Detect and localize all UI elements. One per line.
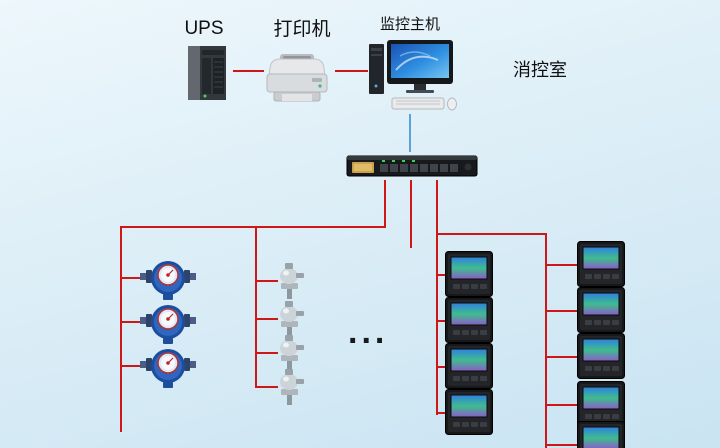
flow-valve bbox=[272, 333, 306, 371]
water-meter bbox=[140, 297, 196, 345]
wire-column-meters-2 bbox=[545, 233, 547, 448]
label-printer: 打印机 bbox=[273, 19, 331, 40]
flow-valve bbox=[272, 299, 306, 337]
wire-column-watermeters bbox=[120, 226, 122, 432]
wire-drop-left bbox=[384, 180, 386, 227]
wire-stub-valve-1 bbox=[256, 280, 278, 282]
power-meter bbox=[445, 297, 493, 343]
wire-stub-meter2-5 bbox=[547, 444, 578, 446]
wire-stub-meter1-3 bbox=[438, 366, 447, 368]
ups-tower bbox=[184, 44, 230, 102]
wire-stub-meter1-4 bbox=[438, 412, 447, 414]
wire-stub-meter2-4 bbox=[547, 404, 578, 406]
power-meter bbox=[577, 333, 625, 379]
wire-drop-right bbox=[436, 180, 438, 234]
power-meter bbox=[445, 251, 493, 297]
label-ups: UPS bbox=[184, 18, 224, 39]
power-meter bbox=[445, 389, 493, 435]
wire-stub-meter2-3 bbox=[547, 356, 578, 358]
wire-printer-pc bbox=[335, 70, 368, 72]
wire-bus-right bbox=[436, 233, 547, 235]
wire-column-meters-1 bbox=[436, 233, 438, 415]
ellipsis-more-devices: ... bbox=[348, 313, 389, 351]
power-meter bbox=[445, 343, 493, 389]
label-control-room: 消控室 bbox=[513, 60, 567, 80]
monitoring-pc bbox=[366, 38, 458, 112]
power-meter bbox=[577, 241, 625, 287]
wire-stub-valve-3 bbox=[256, 352, 278, 354]
wire-stub-valve-2 bbox=[256, 318, 278, 320]
wire-stub-watermeter-1 bbox=[120, 277, 144, 279]
printer-device bbox=[262, 52, 332, 104]
wire-pc-collector bbox=[409, 114, 411, 152]
water-meter bbox=[140, 341, 196, 389]
flow-valve bbox=[272, 367, 306, 405]
wire-stub-meter2-2 bbox=[547, 310, 578, 312]
wire-stub-meter1-2 bbox=[438, 320, 447, 322]
wire-ups-printer bbox=[233, 70, 264, 72]
wire-bus-left bbox=[120, 226, 386, 228]
power-meter bbox=[577, 287, 625, 333]
wire-stub-watermeter-3 bbox=[120, 365, 144, 367]
wire-stub-valve-4 bbox=[256, 386, 278, 388]
label-monitoring-host: 监控主机 bbox=[379, 16, 440, 33]
data-collector-switch bbox=[346, 152, 478, 180]
wire-column-valves bbox=[255, 226, 257, 388]
wire-drop-middle bbox=[410, 180, 412, 248]
wire-stub-meter1-1 bbox=[438, 274, 447, 276]
power-meter bbox=[577, 421, 625, 448]
wire-stub-meter2-1 bbox=[547, 264, 578, 266]
water-meter bbox=[140, 253, 196, 301]
wire-stub-watermeter-2 bbox=[120, 321, 144, 323]
flow-valve bbox=[272, 261, 306, 299]
